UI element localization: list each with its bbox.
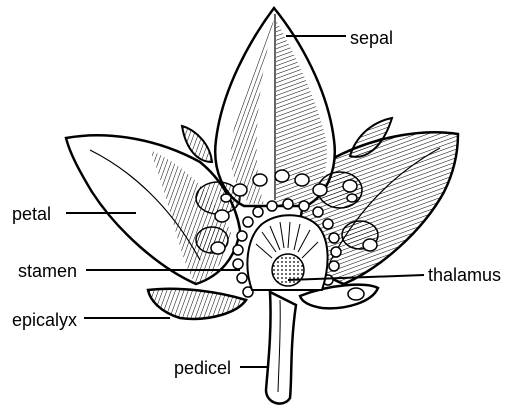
- epicalyx-label: epicalyx: [12, 311, 77, 329]
- petal-label: petal: [12, 205, 51, 223]
- pedicel-label: pedicel: [174, 359, 231, 377]
- stamen-label: stamen: [18, 262, 77, 280]
- thalamus-label: thalamus: [428, 266, 501, 284]
- sepal-label: sepal: [350, 29, 393, 47]
- pedicel-shape: [266, 292, 296, 404]
- epicalyx-left-shape: [148, 289, 246, 319]
